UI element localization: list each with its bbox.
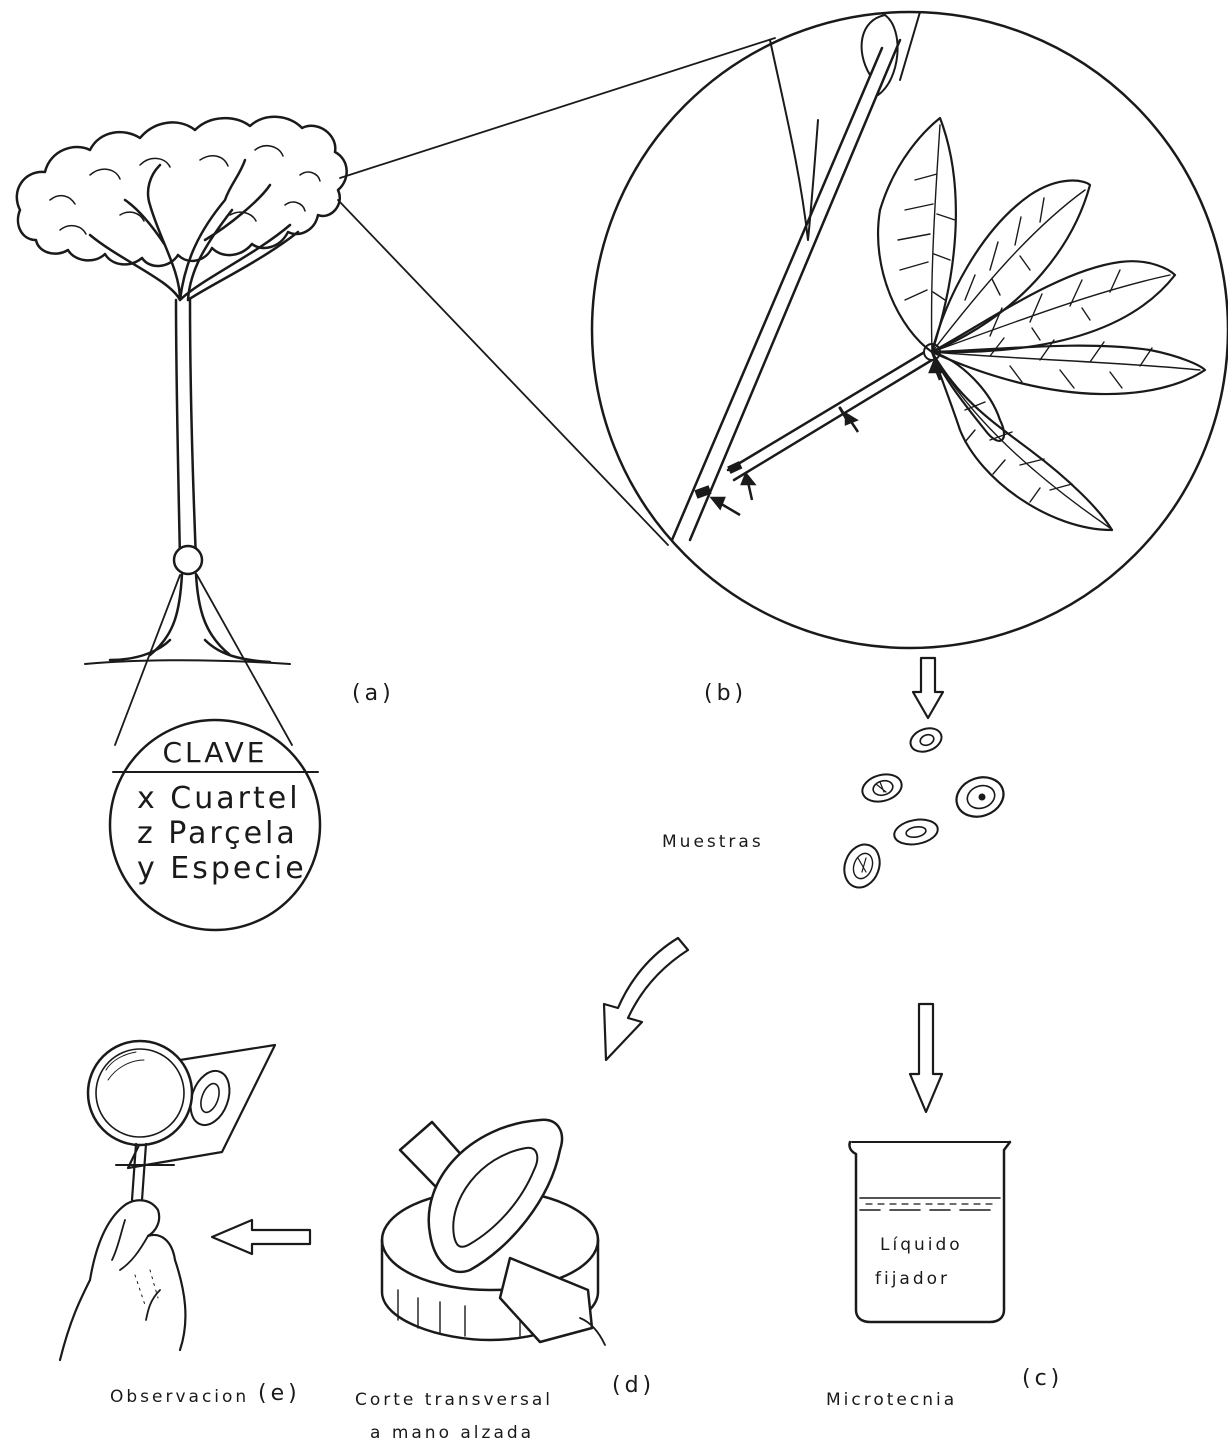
panel-label-a: (a) [352, 681, 395, 706]
sample-disc-icon [839, 840, 886, 893]
key-line-cuartel: x Cuartel [137, 781, 301, 816]
curved-arrow-icon [604, 938, 688, 1060]
sample-disc-icon [892, 816, 939, 847]
beaker-icon: Líquido fijador [849, 1142, 1010, 1322]
arrow-down-icon [913, 658, 943, 718]
cut-label-line2: a mano alzada [370, 1423, 534, 1443]
panel-label-e: (e) [258, 1381, 301, 1406]
panel-label-d: (d) [612, 1373, 655, 1398]
observation-label: Observacion [110, 1387, 249, 1407]
tree-icon [17, 117, 347, 745]
magnifier-icon [60, 1041, 275, 1360]
cut-label-line1: Corte transversal [355, 1390, 553, 1410]
arrow-down-icon [910, 1004, 942, 1112]
samples-group: Muestras [662, 724, 1009, 892]
panel-label-c: (c) [1022, 1366, 1063, 1391]
branch-leaf-icon [592, 12, 1228, 648]
beaker-label-line2: fijador [875, 1269, 950, 1289]
key-line-especie: y Especie [137, 851, 307, 886]
beaker-label-line1: Líquido [880, 1235, 963, 1255]
microtechnique-label: Microtecnia [826, 1390, 957, 1410]
key-title: CLAVE [162, 736, 267, 769]
key-tag: CLAVE x Cuartel z Parçela y Especie [110, 720, 320, 930]
wood-disc-icon [382, 1120, 605, 1345]
sample-disc-icon [951, 771, 1009, 823]
samples-label: Muestras [662, 832, 764, 852]
sample-disc-icon [907, 724, 945, 756]
sample-disc-icon [859, 770, 904, 805]
panel-label-b: (b) [704, 681, 747, 706]
arrow-left-icon [212, 1220, 310, 1254]
key-line-parcela: z Parçela [137, 816, 298, 851]
